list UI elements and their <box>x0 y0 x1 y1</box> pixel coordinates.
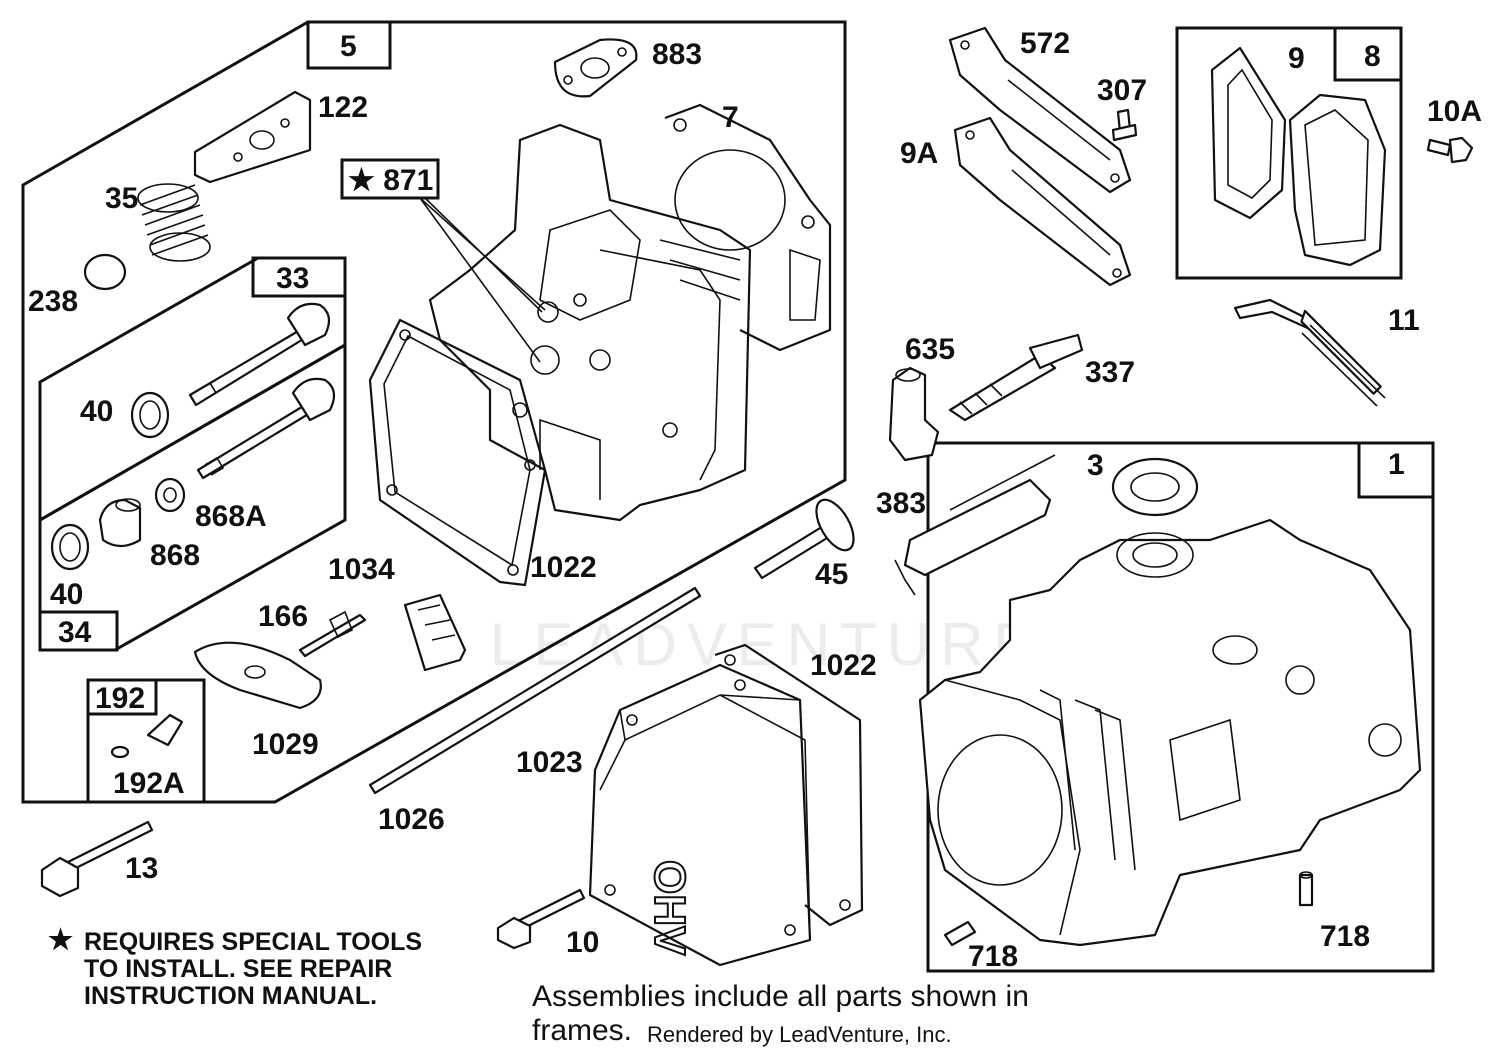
render-credit: Rendered by LeadVenture, Inc. <box>647 1022 952 1047</box>
callout-718-right: 718 <box>1320 920 1370 953</box>
breather-tube-drawing <box>1233 298 1386 407</box>
special-tools-note-line2: TO INSTALL. SEE REPAIR <box>84 955 392 983</box>
valve-keeper-drawing <box>130 391 170 439</box>
cylinder-block-drawing <box>918 518 1422 947</box>
valve-keeper-lower-drawing <box>50 523 90 571</box>
special-tool-leader-lines <box>419 197 546 363</box>
frame-cylinder-kit-tag <box>1357 441 1435 499</box>
frame-head-kit-number: 5 <box>340 30 357 63</box>
valve-cap-drawing <box>83 253 127 291</box>
callout-9a: 9A <box>900 137 938 170</box>
frame-intake-valve-kit <box>38 256 347 523</box>
intake-valve-drawing <box>188 302 331 407</box>
frame-exhaust-valve-kit-tag <box>38 610 119 652</box>
callout-868: 868 <box>150 539 200 572</box>
callout-3: 3 <box>1087 449 1104 482</box>
exhaust-valve-drawing <box>196 377 336 480</box>
callout-10a: 10A <box>1427 95 1482 128</box>
callout-122: 122 <box>318 91 368 124</box>
gasket-screw-drawing <box>1111 108 1138 142</box>
callout-7: 7 <box>722 101 739 134</box>
pushrod-guide-drawing <box>753 498 855 580</box>
frame-gasket-kit-number: 8 <box>1364 40 1381 73</box>
callout-307: 307 <box>1097 74 1147 107</box>
callout-383: 383 <box>876 487 926 520</box>
special-tool-callout-box <box>340 158 440 200</box>
dowel-pin-right-drawing <box>1298 871 1314 907</box>
callout-10: 10 <box>566 926 599 959</box>
callout-35: 35 <box>105 182 138 215</box>
callout-1026: 1026 <box>378 803 445 836</box>
callout-45: 45 <box>815 558 848 591</box>
rocker-arm-drawing <box>193 641 322 710</box>
callout-1034: 1034 <box>328 553 395 586</box>
special-tools-note-line1: REQUIRES SPECIAL TOOLS <box>84 928 422 956</box>
callout-9: 9 <box>1288 42 1305 75</box>
frame-rocker-kit-number: 192 <box>95 682 145 715</box>
frame-intake-valve-kit-number: 33 <box>276 262 309 295</box>
frame-rocker-kit-tag <box>86 678 158 716</box>
callout-572: 572 <box>1020 27 1070 60</box>
callout-1022-upper: 1022 <box>530 551 597 584</box>
callout-40-lower: 40 <box>50 578 83 611</box>
oil-seal-drawing <box>1111 457 1199 517</box>
rocker-guide-plate-drawing <box>403 593 467 672</box>
callout-166: 166 <box>258 600 308 633</box>
callout-718-left: 718 <box>968 940 1018 973</box>
rocker-gasket-upper-drawing <box>368 318 547 587</box>
callout-238: 238 <box>28 285 78 318</box>
rocker-stud-drawing <box>298 610 367 658</box>
callout-337: 337 <box>1085 356 1135 389</box>
head-bolt-drawing <box>40 820 154 898</box>
assemblies-note-line2: frames. <box>532 1014 632 1047</box>
callout-11: 11 <box>1388 304 1420 337</box>
rocker-cover-drawing: OHV <box>588 663 812 967</box>
assemblies-note-line1: Assemblies include all parts shown in <box>532 980 1029 1013</box>
head-gasket-drawing <box>664 103 832 352</box>
intake-gasket-drawing <box>553 38 638 98</box>
dowel-pin-left-drawing <box>943 920 977 947</box>
valve-seal-drawing <box>98 498 142 548</box>
breather-cover-drawing <box>1288 93 1387 267</box>
spark-plug-boot-drawing <box>888 366 940 462</box>
spark-plug-drawing <box>948 333 1084 422</box>
breather-bolt-drawing <box>1426 136 1474 164</box>
callout-1022-lower: 1022 <box>810 649 877 682</box>
frame-exhaust-valve-kit-number: 34 <box>58 616 92 649</box>
breather-gasket-9-drawing <box>1210 46 1287 220</box>
pushrod-drawing <box>368 586 702 795</box>
cover-bolt-drawing <box>496 888 586 950</box>
callout-868a: 868A <box>195 500 267 533</box>
callout-635: 635 <box>905 333 955 366</box>
frame-gasket-kit-tag <box>1333 26 1403 82</box>
valve-spring-drawing <box>137 183 211 262</box>
callout-883: 883 <box>652 38 702 71</box>
rocker-gasket-lower-drawing <box>714 643 864 927</box>
ignition-armature-drawing <box>894 454 1056 596</box>
frame-intake-valve-kit-tag <box>251 256 347 298</box>
callout-1023: 1023 <box>516 746 583 779</box>
rocker-plate-drawing <box>193 90 312 184</box>
frame-head-kit-tag <box>306 20 392 70</box>
rocker-ball-stud-drawing <box>110 713 184 759</box>
callout-871: ★ 871 <box>348 164 433 197</box>
carburetor-gasket-drawing <box>948 26 1132 194</box>
frame-gasket-kit <box>1175 26 1403 280</box>
callout-1029: 1029 <box>252 728 319 761</box>
callout-13: 13 <box>125 852 158 885</box>
special-tools-note-line3: INSTRUCTION MANUAL. <box>84 982 377 1010</box>
callout-40-upper: 40 <box>80 395 113 428</box>
cylinder-head-drawing <box>428 123 752 522</box>
breather-gasket-9a-drawing <box>953 116 1132 287</box>
special-tools-star-icon: ★ <box>48 924 73 955</box>
cover-embossed-text: OHV <box>645 860 694 956</box>
frame-cylinder-kit-number: 1 <box>1388 448 1405 481</box>
valve-washer-drawing <box>154 477 186 513</box>
callout-192a: 192A <box>113 767 185 800</box>
